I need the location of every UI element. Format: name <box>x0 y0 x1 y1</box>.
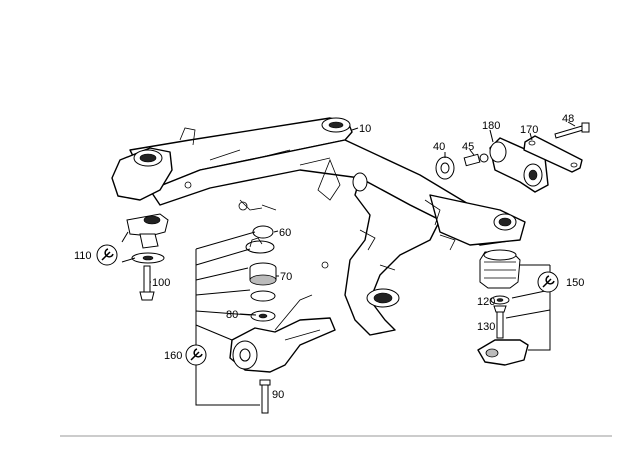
wrench-tool-icon <box>185 344 207 366</box>
callout-80: 80 <box>226 309 238 321</box>
callout-130: 130 <box>477 321 495 333</box>
bolt-90 <box>259 379 271 414</box>
callout-120: 120 <box>477 296 495 308</box>
wheel-carrier-160 <box>229 294 336 373</box>
callout-170: 170 <box>520 124 538 136</box>
rubber-mount-150 <box>479 249 521 289</box>
bushing-70 <box>249 262 277 302</box>
wrench-tool-icon <box>537 271 559 293</box>
callout-45: 45 <box>462 141 474 153</box>
callout-10: 10 <box>359 123 371 135</box>
callout-180: 180 <box>482 120 500 132</box>
callout-110: 110 <box>74 250 92 262</box>
callout-70: 70 <box>280 271 292 283</box>
callout-100: 100 <box>152 277 170 289</box>
plate-170 <box>523 135 583 173</box>
bolt-100 <box>139 265 155 301</box>
bracket-180 <box>489 137 549 193</box>
washer-120 <box>490 295 510 305</box>
callout-160: 160 <box>164 350 182 362</box>
mount-110 <box>126 213 169 264</box>
group-lines-left <box>121 231 260 406</box>
callout-48: 48 <box>562 113 574 125</box>
bracket-lower <box>477 339 529 366</box>
leader-lines <box>150 121 576 316</box>
callout-60: 60 <box>279 227 291 239</box>
bushing-40 <box>435 156 455 180</box>
bracket-60 <box>245 225 275 254</box>
rear-axle-carrier <box>111 117 526 336</box>
bolt-48 <box>554 122 590 139</box>
bolt-130 <box>493 305 507 339</box>
callout-90: 90 <box>272 389 284 401</box>
washer-80 <box>250 310 276 322</box>
callout-40: 40 <box>433 141 445 153</box>
callout-150: 150 <box>566 277 584 289</box>
bolt-45 <box>463 153 489 167</box>
wrench-tool-icon <box>96 244 118 266</box>
